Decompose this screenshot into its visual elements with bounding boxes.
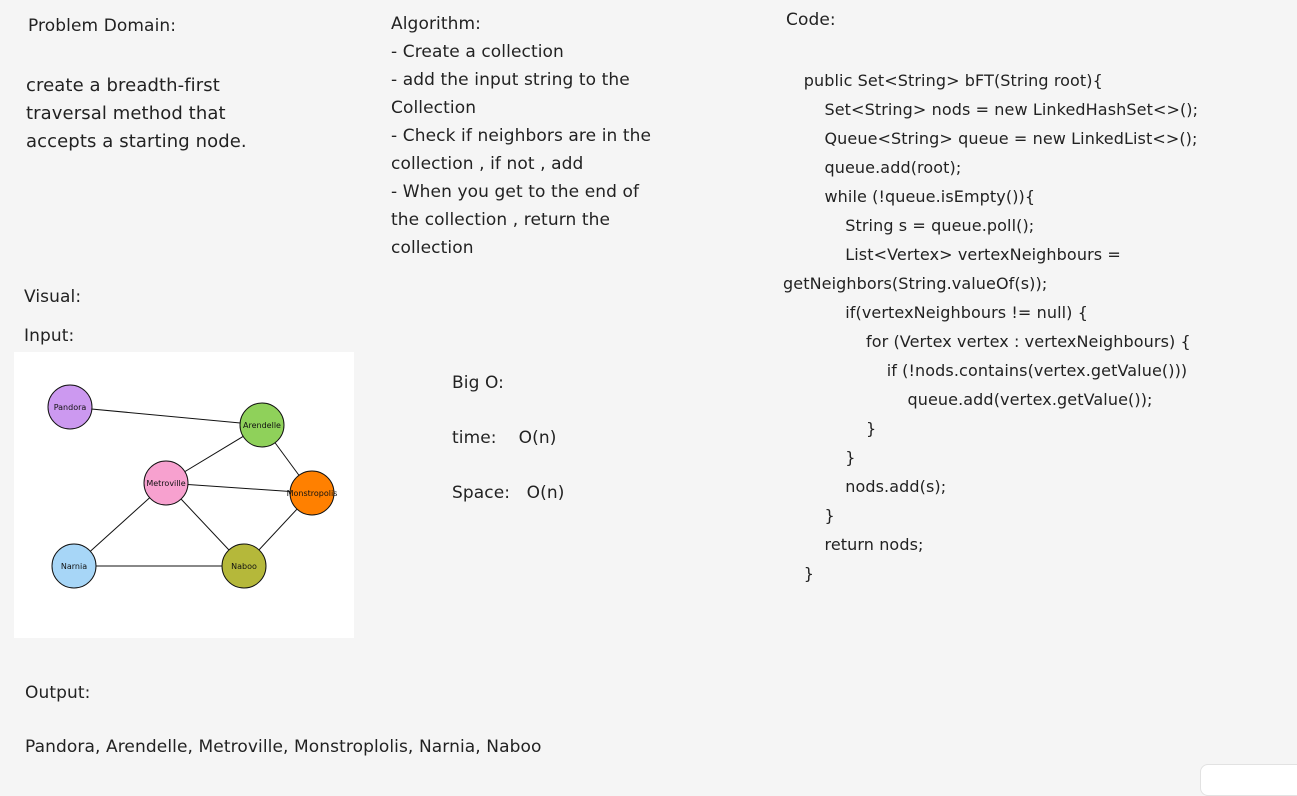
code-line: Queue<String> queue = new LinkedList<>()… <box>783 129 1198 148</box>
code-line: while (!queue.isEmpty()){ <box>783 187 1036 206</box>
problem-domain-title: Problem Domain: <box>28 16 177 36</box>
graph-node-arendelle: Arendelle <box>239 402 285 448</box>
graph-node-circle <box>221 543 267 589</box>
code-line: if (!nods.contains(vertex.getValue())) <box>783 361 1188 380</box>
algorithm-title: Algorithm: <box>391 14 481 34</box>
graph-node-pandora: Pandora <box>47 384 93 430</box>
algorithm-section: Algorithm: - Create a collection - add t… <box>391 10 691 262</box>
code-line: queue.add(vertex.getValue()); <box>783 390 1153 409</box>
graph-node-label: Metroville <box>146 479 185 488</box>
algorithm-line: the collection , return the <box>391 210 611 230</box>
code-line: for (Vertex vertex : vertexNeighbours) { <box>783 332 1191 351</box>
code-line: } <box>783 506 835 525</box>
output-title: Output: <box>25 683 91 703</box>
graph-node-label: Narnia <box>61 562 87 571</box>
graph-node-circle <box>143 460 189 506</box>
algorithm-line: - When you get to the end of <box>391 182 640 202</box>
algorithm-line: - Create a collection <box>391 42 564 62</box>
algorithm-line: collection <box>391 238 474 258</box>
graph-node-label: Arendelle <box>243 421 281 430</box>
graph-node-naboo: Naboo <box>221 543 267 589</box>
graph-node-circle <box>239 402 285 448</box>
code-line: String s = queue.poll(); <box>783 216 1035 235</box>
graph-edge-metroville-monstropolis <box>165 482 313 494</box>
graph-edge-pandora-arendelle <box>69 406 263 426</box>
graph-node-metroville: Metroville <box>143 460 189 506</box>
code-line: Set<String> nods = new LinkedHashSet<>()… <box>783 100 1199 119</box>
problem-domain-text: create a breadth-first traversal method … <box>26 72 326 156</box>
graph-node-circle <box>289 470 335 516</box>
input-title: Input: <box>24 326 75 346</box>
algorithm-line: - Check if neighbors are in the <box>391 126 652 146</box>
algorithm-line: Collection <box>391 98 477 118</box>
graph-node-circle <box>51 543 97 589</box>
code-line: } <box>783 448 856 467</box>
space-complexity: Space: O(n) <box>452 483 565 503</box>
corner-panel-tab[interactable] <box>1200 764 1297 796</box>
visual-title: Visual: <box>24 287 82 307</box>
output-text: Pandora, Arendelle, Metroville, Monstrop… <box>25 737 542 757</box>
graph-node-narnia: Narnia <box>51 543 97 589</box>
problem-line: traversal method that <box>26 103 226 124</box>
big-o-title: Big O: <box>452 373 504 393</box>
graph-node-circle <box>47 384 93 430</box>
code-line: if(vertexNeighbours != null) { <box>783 303 1088 322</box>
code-line: public Set<String> bFT(String root){ <box>783 71 1103 90</box>
graph-node-monstropolis: Monstropolis <box>287 470 338 516</box>
code-line: } <box>783 564 815 583</box>
code-line: return nods; <box>783 535 924 554</box>
algorithm-line: - add the input string to the <box>391 70 630 90</box>
time-complexity: time: O(n) <box>452 428 557 448</box>
code-line: } <box>783 419 877 438</box>
code-line: getNeighbors(String.valueOf(s)); <box>783 274 1048 293</box>
graph-node-label: Monstropolis <box>287 489 338 498</box>
graph-node-label: Pandora <box>54 403 87 412</box>
code-block: public Set<String> bFT(String root){ Set… <box>783 66 1293 588</box>
code-line: queue.add(root); <box>783 158 962 177</box>
code-line: nods.add(s); <box>783 477 947 496</box>
problem-line: create a breadth-first <box>26 75 220 96</box>
problem-line: accepts a starting node. <box>26 131 247 152</box>
code-line: List<Vertex> vertexNeighbours = <box>783 245 1121 264</box>
big-o-section: Big O: time: O(n) Space: O(n) <box>452 356 564 521</box>
graph-diagram: PandoraArendelleMetrovilleMonstropolisNa… <box>47 384 338 589</box>
graph-node-label: Naboo <box>231 562 257 571</box>
algorithm-line: collection , if not , add <box>391 154 584 174</box>
code-title: Code: <box>786 10 836 30</box>
